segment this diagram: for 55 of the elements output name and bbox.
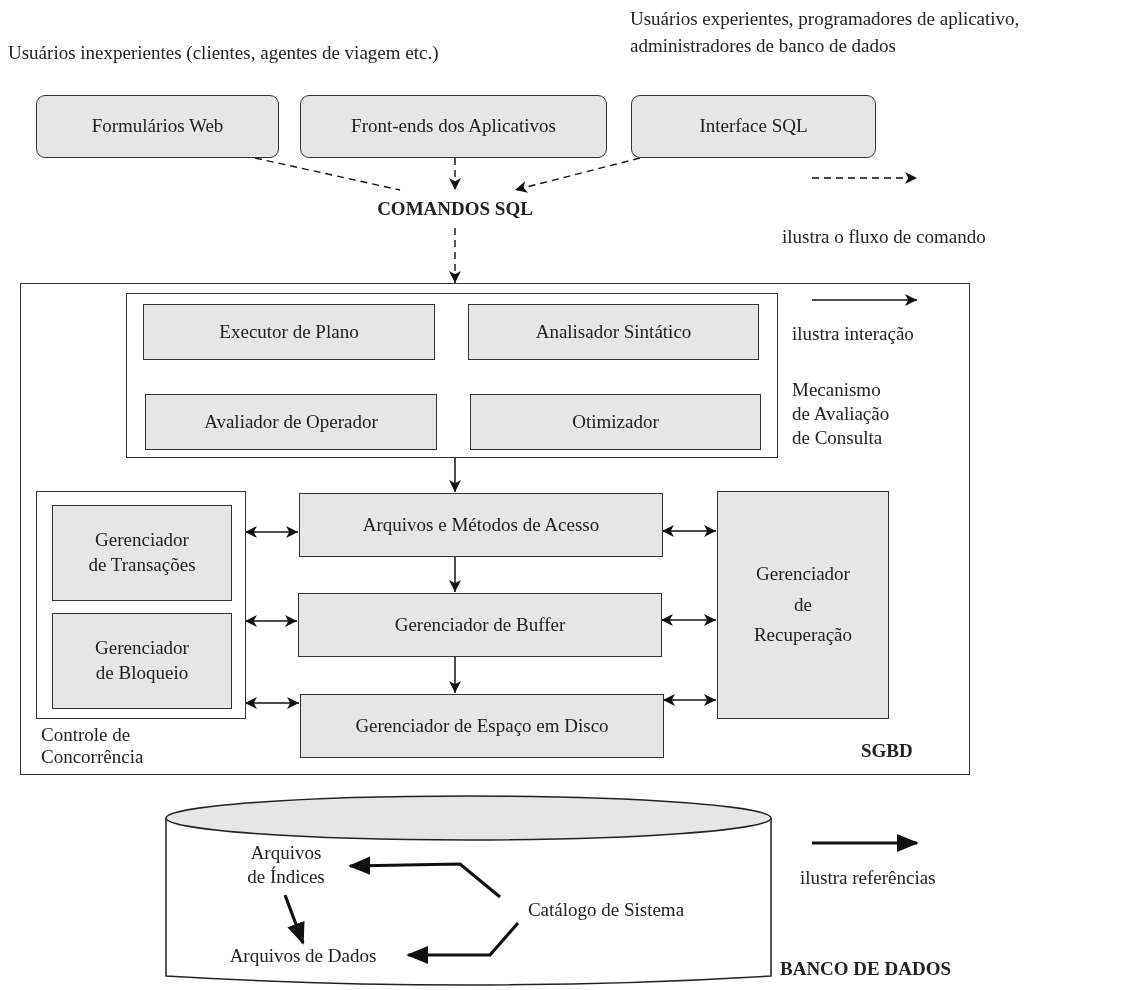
arrow xyxy=(660,614,717,626)
component-box xyxy=(52,613,232,709)
database-label: BANCO DE DADOS xyxy=(780,957,953,981)
legend-label: ilustra referências xyxy=(800,866,936,890)
component-box xyxy=(300,694,664,758)
thick-arrow xyxy=(283,894,305,945)
box-label: COMANDOS SQL xyxy=(376,196,534,221)
user-group-label: Usuários experientes, programadores de aplicativo, administradores de banco de dados xyxy=(630,7,1021,58)
box-label: Arquivos de Dados xyxy=(228,944,378,969)
arrow xyxy=(244,526,299,538)
arrow xyxy=(449,456,461,493)
box-label: Gerenciador de Buffer xyxy=(393,612,567,637)
dashed-arrow xyxy=(449,227,461,284)
legend-label: ilustra interação xyxy=(792,322,914,346)
box-label: Arquivos de Índices xyxy=(246,841,326,889)
interface-box xyxy=(36,95,279,158)
component-box xyxy=(143,304,435,360)
arrow xyxy=(449,655,461,694)
box-label: Analisador Sintático xyxy=(534,319,693,344)
box-label: Arquivos e Métodos de Acesso xyxy=(361,512,601,537)
box-label: Avaliador de Operador xyxy=(203,409,379,434)
interface-box xyxy=(300,95,607,158)
system-frame xyxy=(20,283,970,775)
group-label: Controle de Concorrência xyxy=(41,724,145,768)
component-box xyxy=(717,491,889,719)
component-box xyxy=(468,304,759,360)
dashed-arrow xyxy=(514,157,641,193)
component-box xyxy=(299,493,663,557)
box-label: Gerenciador de Espaço em Disco xyxy=(354,713,610,738)
component-box xyxy=(52,505,232,601)
box-label: Interface SQL xyxy=(698,114,809,139)
interface-box xyxy=(631,95,876,158)
box-label: Executor de Plano xyxy=(218,319,360,344)
component-box xyxy=(298,593,662,657)
group-label: SGBD xyxy=(861,739,914,763)
box-label: Catálogo de Sistema xyxy=(526,897,686,922)
thick-arrow xyxy=(406,921,520,965)
legend-label: ilustra o fluxo de comando xyxy=(782,225,986,249)
component-box xyxy=(470,394,761,450)
arrow xyxy=(244,615,298,627)
dashed-arrow xyxy=(449,157,461,191)
thick-arrow xyxy=(348,856,501,899)
box-label: Gerenciador de Bloqueio xyxy=(94,636,190,685)
user-group-label: Usuários inexperientes (clientes, agentes de viagem etc.) xyxy=(8,41,440,65)
component-box xyxy=(145,394,437,450)
box-label: Formulários Web xyxy=(90,114,225,139)
box-label: Gerenciador de Transações xyxy=(87,528,197,577)
arrow xyxy=(662,694,717,706)
box-label: Gerenciador de Recuperação xyxy=(752,562,854,648)
box-label: Otimizador xyxy=(571,409,660,434)
arrow xyxy=(661,525,717,537)
arrow xyxy=(244,697,300,709)
box-label: Front-ends dos Aplicativos xyxy=(350,114,557,139)
arrow xyxy=(449,555,461,593)
group-label: Mecanismo de Avaliação de Consulta xyxy=(792,378,891,450)
